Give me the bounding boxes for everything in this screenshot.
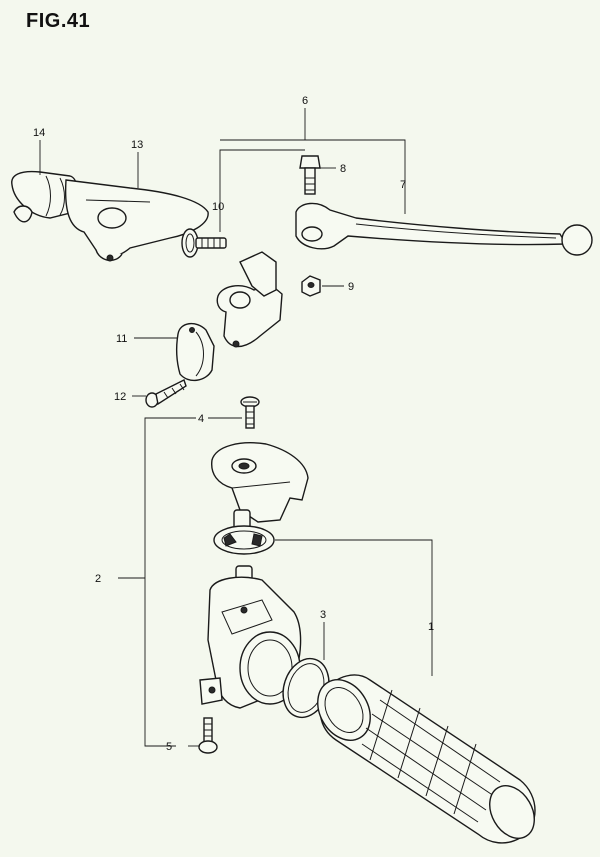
callout-2: 2 [95,573,101,585]
part-pulley [213,509,275,555]
callout-12: 12 [114,391,126,403]
callout-4: 4 [198,413,204,425]
part-8-pivot-bolt [299,155,321,195]
callout-5: 5 [166,741,172,753]
callouts: 14 13 10 6 8 7 9 11 12 4 2 3 1 5 [33,95,434,753]
part-1-grip [317,674,536,844]
part-4-screw [240,396,260,429]
part-14-lever-cover [11,170,79,223]
callout-10: 10 [212,201,224,213]
callout-11: 11 [116,333,127,345]
part-7-lever [295,202,593,256]
part-9-nut [301,275,321,297]
callout-7: 7 [400,179,406,191]
part-10-adjuster-bolt [181,228,227,258]
part-case-upper [211,442,309,523]
figure-title: FIG.41 [26,10,91,32]
callout-1: 1 [428,621,434,633]
part-12-screw [145,379,187,408]
part-5-screw [198,717,218,754]
part-holder-upper [216,251,283,348]
callout-8: 8 [340,163,346,175]
callout-14: 14 [33,127,45,139]
part-13-lever-bracket [64,179,209,262]
part-11-clamp [175,323,215,381]
callout-13: 13 [131,139,143,151]
callout-6: 6 [302,95,308,107]
callout-3: 3 [320,609,326,621]
leader-lines [39,108,433,747]
callout-9: 9 [348,281,354,293]
